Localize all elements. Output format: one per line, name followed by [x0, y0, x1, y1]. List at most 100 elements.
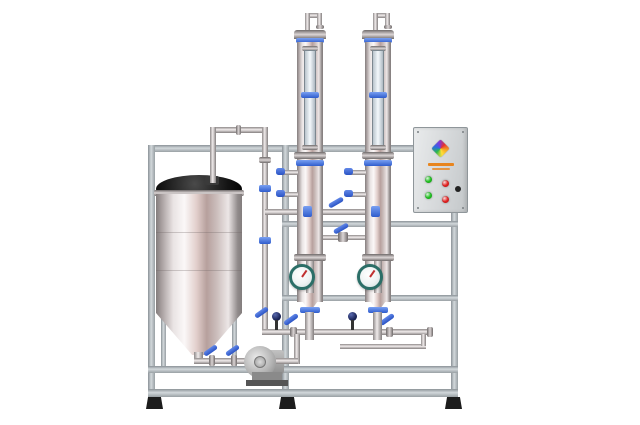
interconnect-union — [338, 232, 348, 242]
column-flange-upper — [362, 152, 394, 159]
column-flange-upper — [294, 152, 326, 159]
sight-glass-top-fitting — [370, 46, 386, 51]
manifold-end-cap — [427, 327, 433, 337]
sight-glass-top-fitting — [302, 46, 318, 51]
column-top-cap — [362, 30, 394, 39]
pipe-union — [236, 125, 241, 135]
sample-valve-2 — [276, 190, 285, 197]
tank-discharge-pipe — [194, 358, 252, 364]
gauge-needle — [369, 269, 376, 278]
riser-clamp-lower — [259, 237, 271, 244]
diaphragm-valve-knob — [272, 312, 281, 321]
tri-clamp-top — [364, 38, 392, 43]
indicator-light-4 — [442, 196, 449, 203]
header-clamp-column-1 — [303, 206, 312, 217]
electrical-control-panel — [413, 127, 468, 213]
frame-left-post — [148, 145, 155, 398]
manifold-union-1 — [290, 327, 297, 337]
gauge-needle — [301, 269, 308, 278]
frame-bottom-rail-lower — [148, 389, 458, 397]
sight-glass-bottom-fitting — [370, 145, 386, 150]
indicator-light-3 — [425, 192, 432, 199]
vent-pipe-top — [305, 13, 322, 18]
sample-valve-2 — [344, 190, 353, 197]
frame-right-post — [451, 145, 458, 398]
discharge-union-2 — [231, 355, 237, 366]
column-flange-lower — [294, 254, 326, 261]
vent-end-cap — [384, 25, 392, 29]
tank-outlet-stub — [194, 352, 203, 362]
tank-return-pipe — [210, 127, 216, 183]
sample-valve-1 — [276, 168, 285, 175]
leveling-foot-left — [146, 397, 163, 409]
main-riser-pipe — [262, 127, 268, 331]
sight-glass-bottom-fitting — [302, 145, 318, 150]
tank-shell — [156, 194, 242, 313]
multicolor-diamond-logo — [431, 139, 450, 158]
tri-clamp-mid — [296, 160, 324, 166]
panel-screw — [462, 131, 464, 133]
brand-text — [428, 163, 454, 166]
diaphragm-valve-knob — [348, 312, 357, 321]
tri-clamp-top — [296, 38, 324, 43]
vent-end-cap — [316, 25, 324, 29]
tri-clamp-bottom — [368, 307, 388, 313]
frame-bottom-rail-upper — [148, 366, 458, 373]
tri-clamp-mid — [364, 160, 392, 166]
valve-stem — [275, 320, 278, 330]
sample-nozzle-2 — [349, 192, 366, 197]
pump-base-plate — [246, 380, 288, 386]
tank-top-rim — [154, 190, 244, 196]
tank-weld-seam — [156, 232, 242, 233]
riser-union — [259, 157, 271, 163]
discharge-union-1 — [209, 355, 215, 366]
header-clamp-column-2 — [371, 206, 380, 217]
drain-header-pipe — [340, 344, 426, 349]
vent-pipe-right-leg — [385, 13, 390, 26]
riser-clamp-upper — [259, 185, 271, 192]
sample-nozzle-2 — [281, 192, 298, 197]
sight-glass-clamp — [301, 92, 319, 98]
indicator-light-1 — [425, 176, 432, 183]
pump-discharge-riser — [294, 334, 300, 364]
pump-discharge-pipe — [276, 358, 298, 364]
tank-weld-seam — [156, 270, 242, 271]
vent-pipe-left-leg — [373, 13, 378, 32]
column-drain-pipe — [305, 312, 314, 340]
vent-pipe-right-leg — [317, 13, 322, 26]
tank-leg-left — [161, 302, 166, 366]
column-flange-lower — [362, 254, 394, 261]
sight-glass — [304, 50, 316, 146]
sample-valve-1 — [344, 168, 353, 175]
pump-bracket — [252, 372, 282, 380]
brand-text-sub — [432, 168, 450, 170]
sample-nozzle-1 — [281, 170, 298, 175]
panel-screw — [417, 207, 419, 209]
tank-leg-right — [232, 302, 237, 366]
tri-clamp-bottom — [300, 307, 320, 313]
sample-nozzle-1 — [349, 170, 366, 175]
manifold-union-2 — [386, 327, 393, 337]
panel-button — [455, 186, 461, 192]
panel-screw — [462, 207, 464, 209]
column-drain-pipe — [373, 312, 382, 340]
leveling-foot-mid — [279, 397, 296, 409]
pump-volute-center — [254, 356, 266, 368]
sight-glass-clamp — [369, 92, 387, 98]
indicator-light-2 — [442, 180, 449, 187]
leveling-foot-right — [445, 397, 462, 409]
membrane-column-1 — [276, 8, 332, 344]
pressure-gauge-1 — [289, 264, 315, 290]
vent-pipe-top — [373, 13, 390, 18]
vent-pipe-left-leg — [305, 13, 310, 32]
bottom-manifold-pipe — [262, 329, 430, 335]
column-top-cap — [294, 30, 326, 39]
drain-elbow — [421, 334, 426, 346]
panel-screw — [417, 131, 419, 133]
valve-stem — [351, 320, 354, 330]
feed-header-pipe — [265, 209, 391, 215]
sight-glass — [372, 50, 384, 146]
membrane-column-2 — [344, 8, 400, 344]
frame-mid-post — [282, 145, 289, 398]
